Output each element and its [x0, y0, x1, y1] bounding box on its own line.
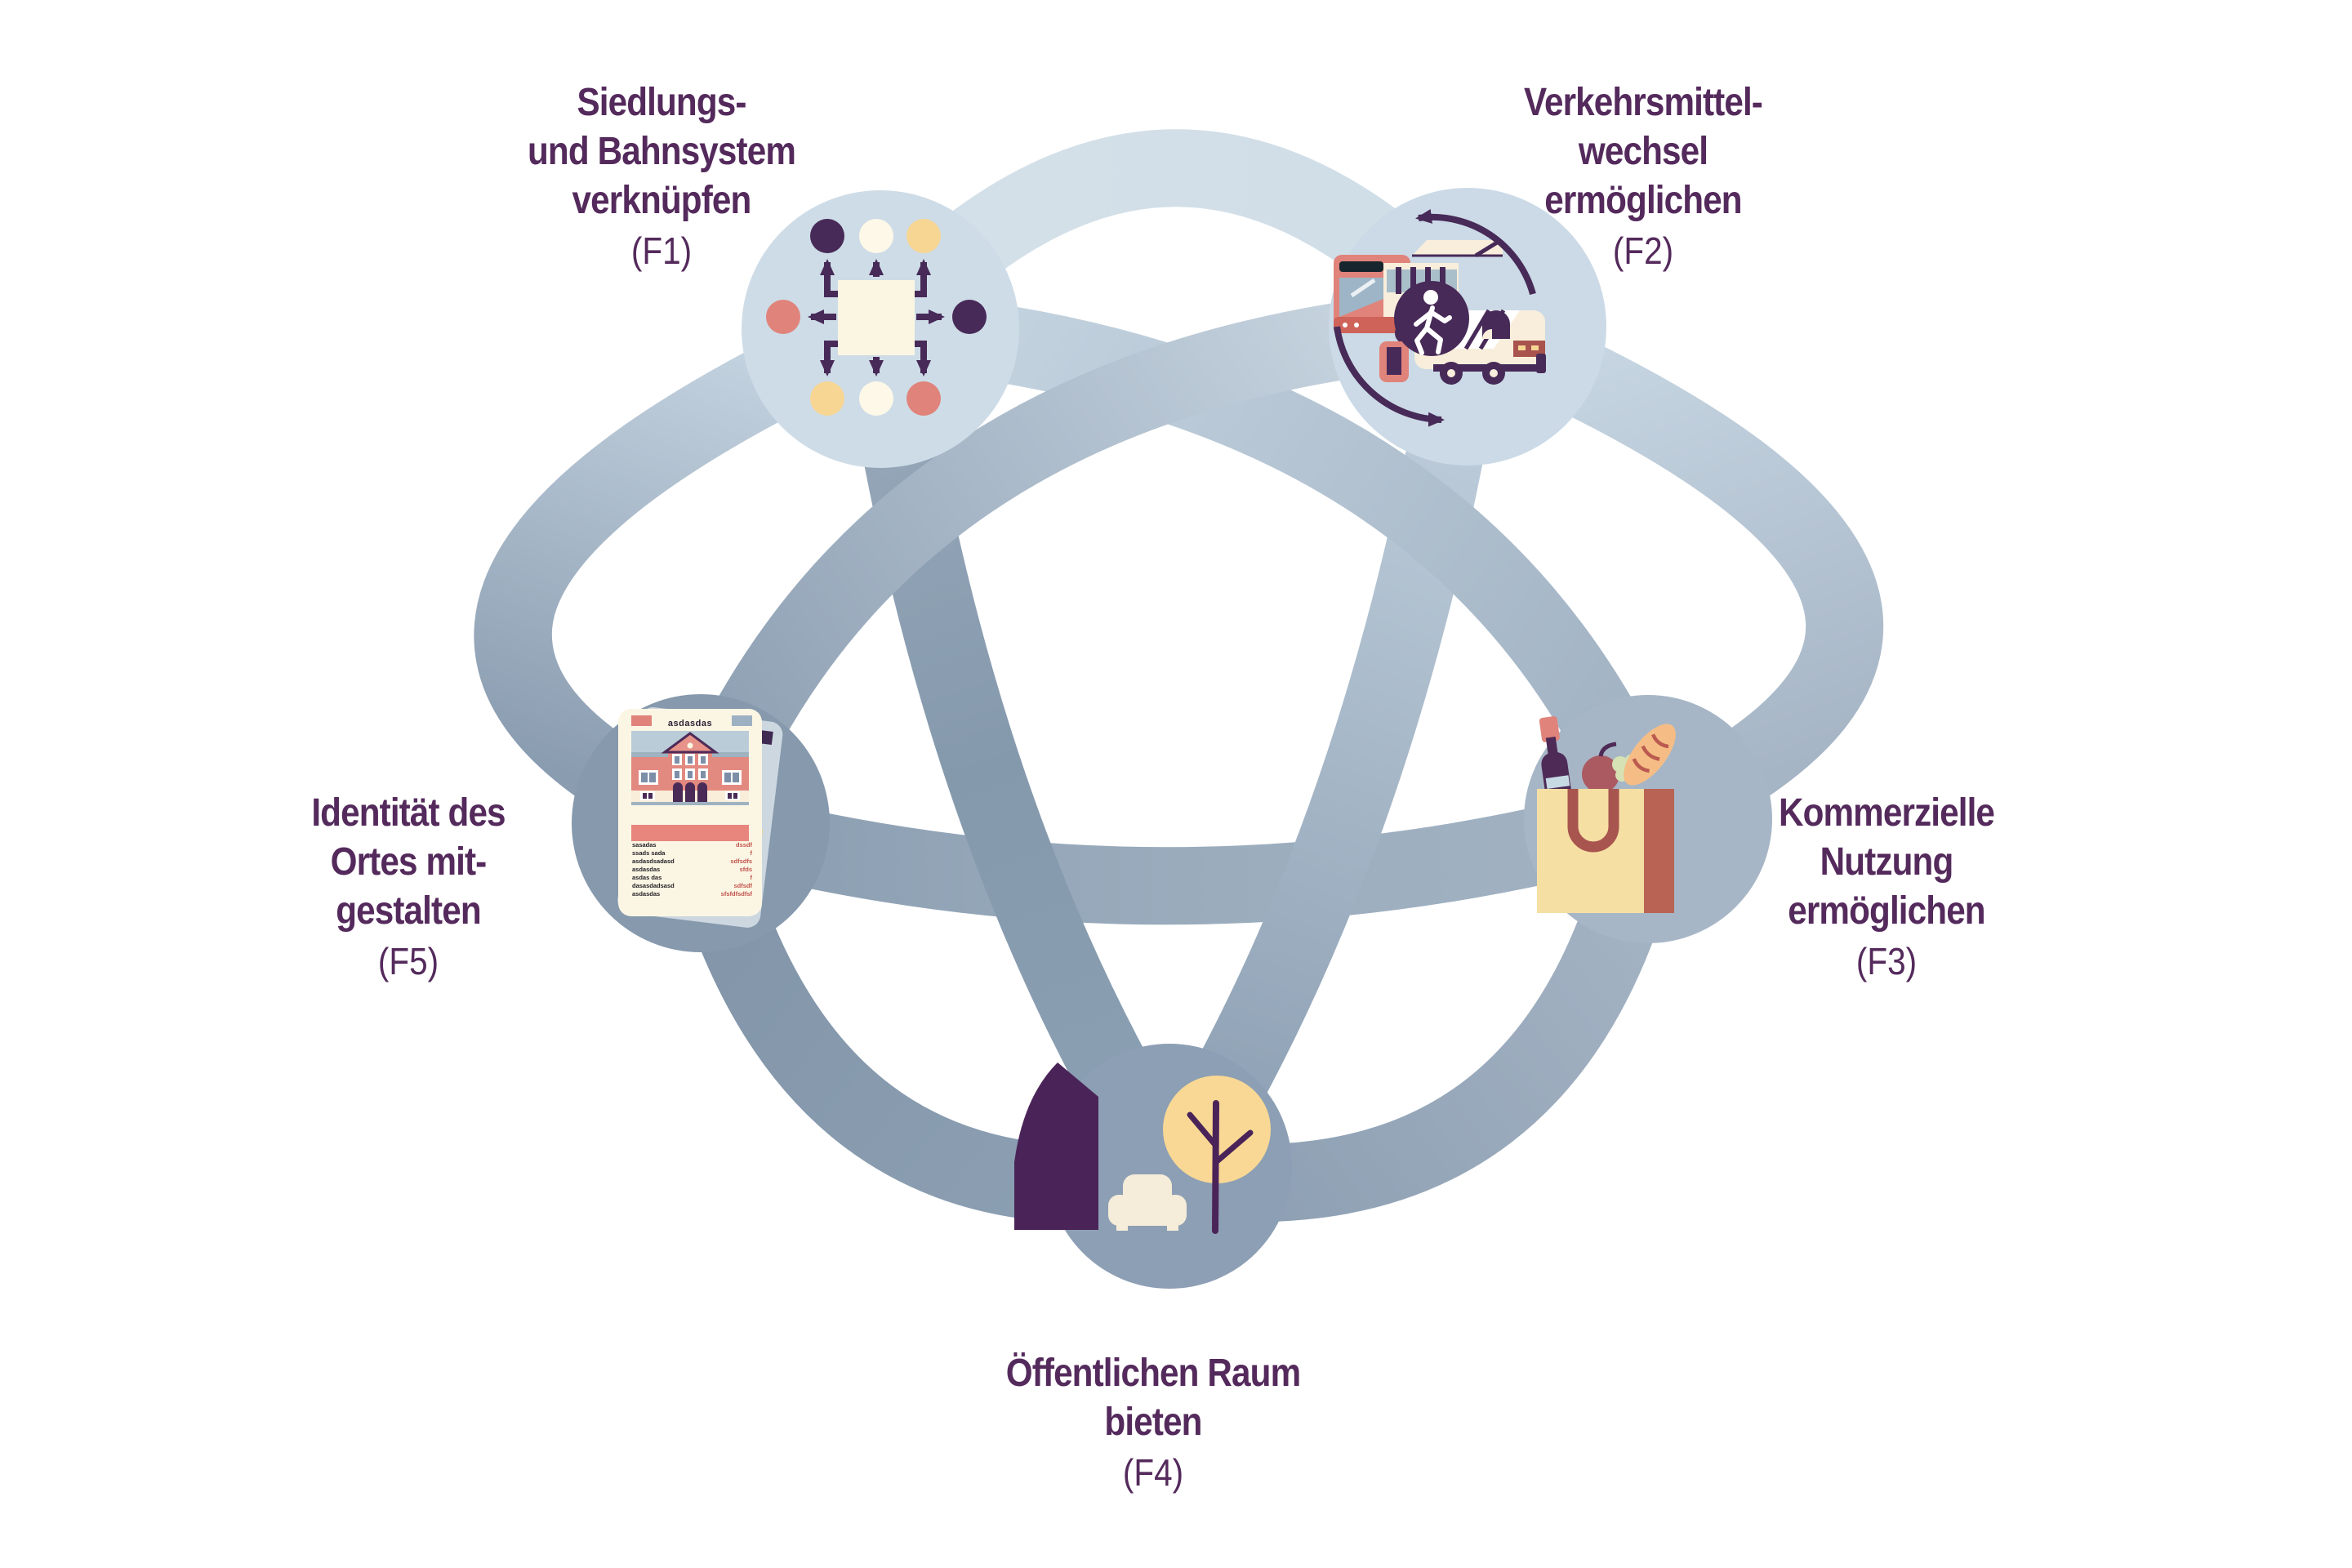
- walking-person-icon: [1394, 281, 1469, 356]
- label-line: wechsel: [1578, 130, 1708, 173]
- stat-value: sdfsdf: [734, 882, 753, 889]
- stat-label: asdas das: [632, 874, 662, 881]
- label-line: Siedlungs-: [577, 81, 746, 124]
- label-line: Verkehrsmittel-: [1523, 81, 1763, 124]
- label-line: Nutzung: [1820, 840, 1954, 884]
- ribbon-f1-f3: [877, 290, 1684, 835]
- settlement-dots: [766, 219, 987, 416]
- label-line: gestalten: [336, 889, 481, 933]
- stat-label: ssads sada: [632, 849, 666, 857]
- armchair-icon: [1108, 1174, 1187, 1231]
- bag-side: [1644, 789, 1674, 913]
- ribbon-f5-f3: [690, 782, 1659, 925]
- sparkle-mark-left: [863, 1045, 875, 1053]
- apple-icon: [1582, 755, 1619, 793]
- identity-card-icon: asdasdas: [617, 706, 783, 928]
- label-code: (F1): [630, 229, 693, 272]
- label-line: und Bahnsystem: [527, 130, 796, 173]
- sparkle-mark-right: [1426, 1045, 1437, 1053]
- stat-value: f: [751, 874, 753, 881]
- stat-label: dasasdadsasd: [632, 882, 675, 889]
- house-icon: [1014, 1062, 1098, 1230]
- node-label-f1: Siedlungs- und Bahnsystem verknüpfen (F1…: [453, 78, 870, 274]
- node-label-f2: Verkehrsmittel- wechsel ermöglichen (F2): [1435, 78, 1851, 274]
- public-space-icon: [1014, 1062, 1271, 1234]
- ribbon-f5-f2: [664, 287, 1471, 838]
- stat-label: asdasdas: [632, 866, 660, 873]
- label-code: (F5): [377, 940, 439, 982]
- stat-value: dssdf: [736, 841, 753, 849]
- bag-handle: [1567, 789, 1619, 853]
- stat-value: sfsfdfsdfsf: [721, 890, 753, 898]
- label-line: ermöglichen: [1788, 889, 1985, 933]
- bus-icon: [1334, 255, 1459, 344]
- baguette-icon: [1624, 724, 1676, 786]
- stat-label: sasadas: [632, 841, 657, 849]
- node-label-f5: Identität des Ortes mit- gestalten (F5): [200, 789, 617, 985]
- wine-bottle-icon: [1539, 716, 1572, 795]
- stat-value: sfds: [740, 866, 752, 873]
- label-line: Öffentlichen Raum: [1005, 1352, 1301, 1395]
- node-label-f4: Öffentlichen Raum bieten (F4): [945, 1349, 1361, 1496]
- label-line: Identität des: [311, 791, 506, 835]
- stat-value: sdfsdfs: [730, 858, 752, 865]
- card-chip-red: [631, 715, 652, 726]
- front-card: asdasdas: [618, 709, 762, 916]
- card-red-stripe: [631, 825, 749, 841]
- stat-value: f: [751, 849, 753, 857]
- label-code: (F4): [1122, 1451, 1184, 1494]
- shopping-bag-icon: [1537, 716, 1676, 913]
- cycle-arrows-icon: [1334, 209, 1536, 427]
- label-code: (F2): [1612, 229, 1674, 272]
- transport-interchange-icon: [1334, 209, 1546, 427]
- ribbon-f2-f3: [1452, 291, 1884, 855]
- apple-stem: [1598, 742, 1617, 757]
- card-chip-blue: [732, 715, 752, 726]
- station-building-illustration: [631, 731, 749, 805]
- settlement-rail-network-icon: [766, 219, 987, 416]
- tree-trunk: [1187, 1100, 1254, 1234]
- stat-label: asdasdsadasd: [632, 858, 675, 865]
- label-line: bieten: [1104, 1401, 1202, 1444]
- label-code: (F3): [1855, 940, 1918, 982]
- label-line: verknüpfen: [572, 179, 752, 222]
- label-line: ermöglichen: [1544, 179, 1742, 222]
- expansion-arrows: [808, 259, 945, 376]
- label-line: Ortes mit-: [330, 840, 488, 884]
- card-title: asdasdas: [668, 719, 712, 728]
- center-square: [838, 280, 915, 355]
- card-stat-rows: sasadas dssdf ssads sada f asdasdsadasd …: [632, 841, 753, 898]
- node-label-f3: Kommerzielle Nutzung ermöglichen (F3): [1678, 789, 2095, 985]
- stat-label: asdasdas: [632, 890, 660, 898]
- label-line: Kommerzielle: [1778, 791, 1995, 835]
